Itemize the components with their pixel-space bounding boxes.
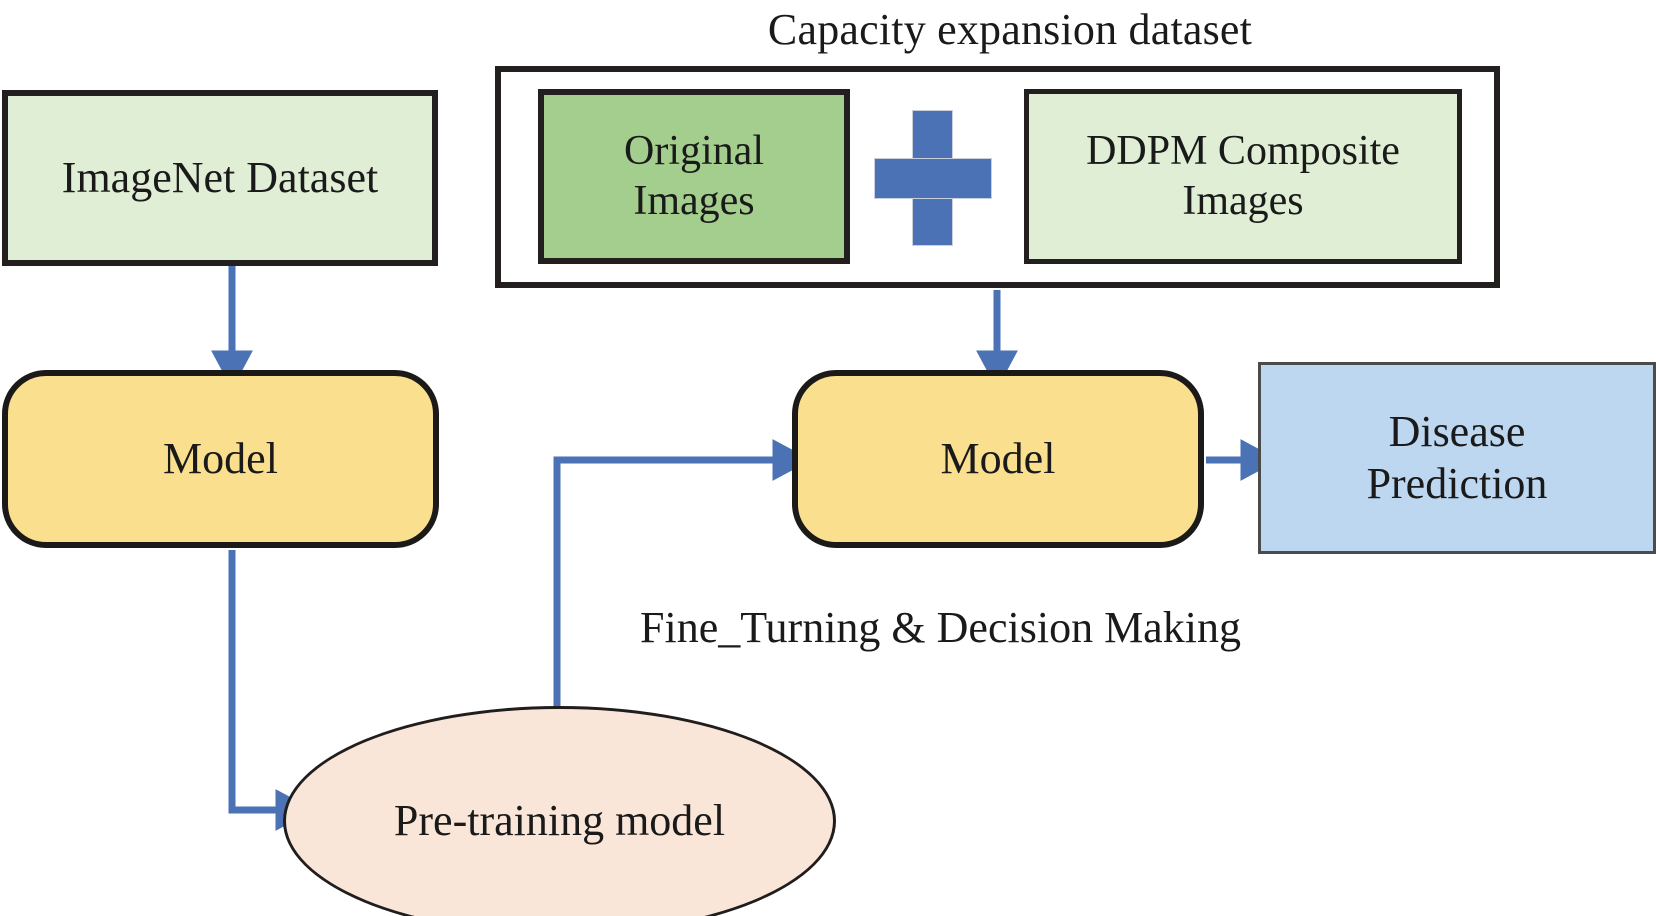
node-original-images-line2: Images xyxy=(633,177,755,224)
node-model-left-label: Model xyxy=(163,434,278,484)
edge-model-to-pretraining xyxy=(228,550,315,831)
node-disease-prediction: Disease Prediction xyxy=(1258,362,1656,554)
node-model-right: Model xyxy=(792,370,1204,548)
capacity-expansion-title: Capacity expansion dataset xyxy=(767,5,1253,55)
node-ddpm-label: DDPM Composite Images xyxy=(1086,127,1400,226)
node-disease-line1: Disease xyxy=(1388,407,1526,457)
node-imagenet-label: ImageNet Dataset xyxy=(61,153,379,203)
node-original-images: Original Images xyxy=(538,89,850,264)
node-ddpm-composite-images: DDPM Composite Images xyxy=(1024,89,1462,264)
node-disease-line2: Prediction xyxy=(1366,459,1548,508)
node-original-images-label: Original Images xyxy=(624,127,764,226)
node-pretraining-model: Pre-training model xyxy=(283,706,836,916)
node-model-left: Model xyxy=(2,370,439,548)
node-ddpm-line2: Images xyxy=(1182,177,1304,224)
edge-pretraining-to-model xyxy=(553,439,812,712)
node-ddpm-line1: DDPM Composite xyxy=(1086,127,1400,174)
node-disease-prediction-label: Disease Prediction xyxy=(1367,406,1548,510)
node-original-images-line1: Original xyxy=(624,127,764,174)
plus-icon xyxy=(874,110,992,246)
node-pretraining-model-label: Pre-training model xyxy=(393,796,726,846)
plus-icon-horizontal-bar xyxy=(874,158,992,199)
node-imagenet-dataset: ImageNet Dataset xyxy=(2,90,438,266)
label-fine-turning-decision-making: Fine_Turning & Decision Making xyxy=(640,603,1241,653)
node-model-right-label: Model xyxy=(940,434,1056,484)
